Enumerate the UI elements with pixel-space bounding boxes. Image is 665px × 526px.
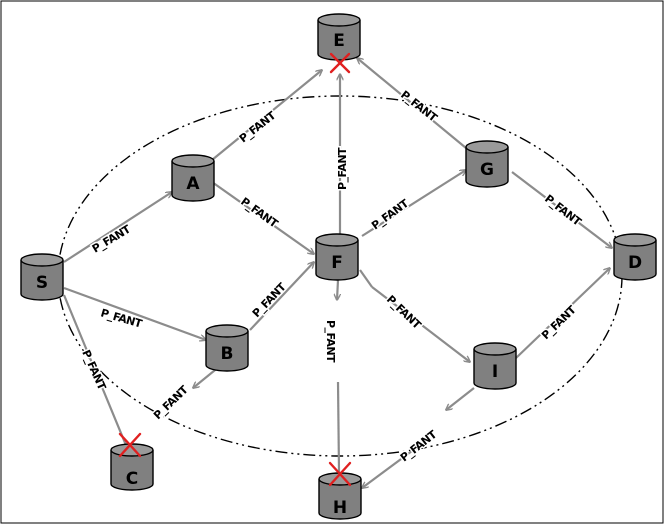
edge-g-e (357, 58, 467, 149)
node-d: D (613, 233, 657, 281)
node-s-label: S (36, 273, 48, 293)
node-c: C (110, 443, 154, 491)
node-i: I (473, 342, 517, 390)
edge-f-g (361, 170, 466, 237)
node-h: H (318, 472, 362, 520)
edge-g-d (511, 171, 612, 248)
node-b-label: B (221, 344, 234, 364)
failed-x-icon-e (329, 52, 351, 74)
node-a-label: A (186, 174, 200, 194)
edge-label-s-c: P_FANT (79, 348, 108, 393)
edge-label-f-i: P_FANT (384, 293, 424, 332)
edge-a-f (211, 181, 314, 254)
edge-i-h-seg1 (446, 387, 475, 410)
edge-label-f-h: P_FANT (324, 320, 337, 363)
node-f: F (315, 233, 359, 281)
node-h-label: H (333, 498, 347, 518)
node-s: S (20, 253, 64, 301)
node-g: G (465, 140, 509, 188)
edge-a-e (211, 70, 322, 161)
edge-label-b-f: P_FANT (250, 280, 289, 320)
edge-label-a-f: P_FANT (238, 195, 280, 231)
edge-s-c (62, 294, 130, 455)
edge-label-a-e: P_FANT (237, 109, 279, 146)
edge-label-f-g: P_FANT (369, 197, 411, 233)
edge-b-f (249, 262, 314, 331)
failed-x-icon-h (328, 461, 352, 487)
edges (62, 58, 612, 488)
node-d-label: D (628, 253, 642, 273)
edge-label-f-e: P_FANT (336, 147, 349, 190)
edge-f-h-seg2 (336, 381, 341, 473)
failure-marks (118, 52, 352, 487)
edge-label-g-e: P_FANT (398, 88, 440, 125)
edge-label-s-a: P_FANT (90, 222, 134, 255)
edge-f-h-seg1 (337, 279, 338, 300)
node-c-label: C (126, 469, 138, 489)
edge-s-b (63, 286, 206, 340)
edge-label-i-h: P_FANT (398, 428, 440, 465)
node-f-label: F (331, 253, 343, 273)
node-g-label: G (480, 160, 494, 180)
failed-x-icon-c (118, 432, 142, 458)
edge-i-d (515, 268, 610, 359)
edge-f-i-seg1 (359, 269, 373, 288)
node-e-label: E (333, 31, 345, 51)
edge-f-i-seg2 (371, 286, 470, 362)
node-e: E (317, 13, 361, 61)
node-b: B (205, 324, 249, 372)
edge-i-h-seg2 (362, 444, 421, 488)
edge-label-i-d: P_FANT (539, 303, 579, 342)
edge-label-g-d: P_FANT (542, 192, 584, 229)
edge-s-a (63, 192, 172, 263)
nodes: S A B C D E F (20, 13, 657, 520)
node-a: A (171, 154, 215, 202)
node-i-label: I (492, 362, 498, 382)
edge-label-b-c: P_FANT (151, 383, 191, 422)
